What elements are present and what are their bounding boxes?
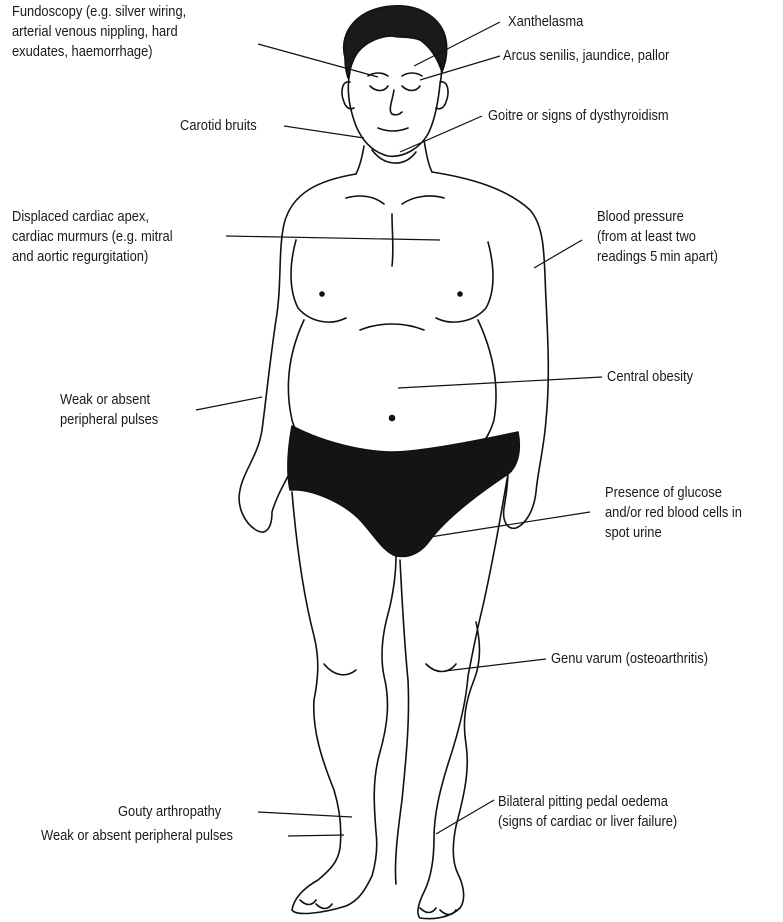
label-urine: Presence of glucose and/or red blood cel… — [605, 483, 742, 543]
right-leg — [418, 474, 508, 919]
left-leg — [292, 492, 396, 913]
right-pectoral — [436, 242, 493, 322]
label-pulses-leg: Weak or absent peripheral pulses — [41, 826, 233, 846]
label-oedema: Bilateral pitting pedal oedema (signs of… — [498, 792, 677, 832]
mouth — [378, 128, 408, 131]
label-arcus: Arcus senilis, jaundice, pallor — [503, 46, 669, 66]
label-central-obesity: Central obesity — [607, 367, 693, 387]
leader-obesity — [398, 377, 602, 388]
head — [348, 62, 441, 156]
leader-bp — [534, 240, 582, 268]
right-eye — [402, 73, 422, 76]
label-carotid: Carotid bruits — [180, 116, 257, 136]
leader-oedema — [436, 800, 494, 834]
label-fundoscopy: Fundoscopy (e.g. silver wiring, arterial… — [12, 2, 186, 62]
label-gout: Gouty arthropathy — [118, 802, 221, 822]
left-pectoral — [291, 240, 346, 322]
label-genu-varum: Genu varum (osteoarthritis) — [551, 649, 708, 669]
label-blood-pressure: Blood pressure (from at least two readin… — [597, 207, 718, 267]
leader-pulses-arm — [196, 397, 262, 410]
navel — [390, 416, 395, 421]
nose — [390, 90, 402, 115]
leader-arcus — [420, 56, 500, 80]
leader-carotid — [284, 126, 364, 138]
leader-pulses-leg — [288, 835, 344, 836]
briefs — [288, 426, 519, 556]
hair — [344, 6, 447, 78]
label-xanthelasma: Xanthelasma — [508, 12, 583, 32]
label-goitre: Goitre or signs of dysthyroidism — [488, 106, 669, 126]
leader-genu — [445, 659, 546, 671]
leader-lines — [196, 22, 602, 836]
label-cardiac: Displaced cardiac apex, cardiac murmurs … — [12, 207, 173, 267]
leader-cardiac — [226, 236, 440, 240]
leader-goitre — [400, 116, 482, 152]
label-pulses-arm: Weak or absent peripheral pulses — [60, 390, 158, 430]
leader-gout — [258, 812, 352, 817]
